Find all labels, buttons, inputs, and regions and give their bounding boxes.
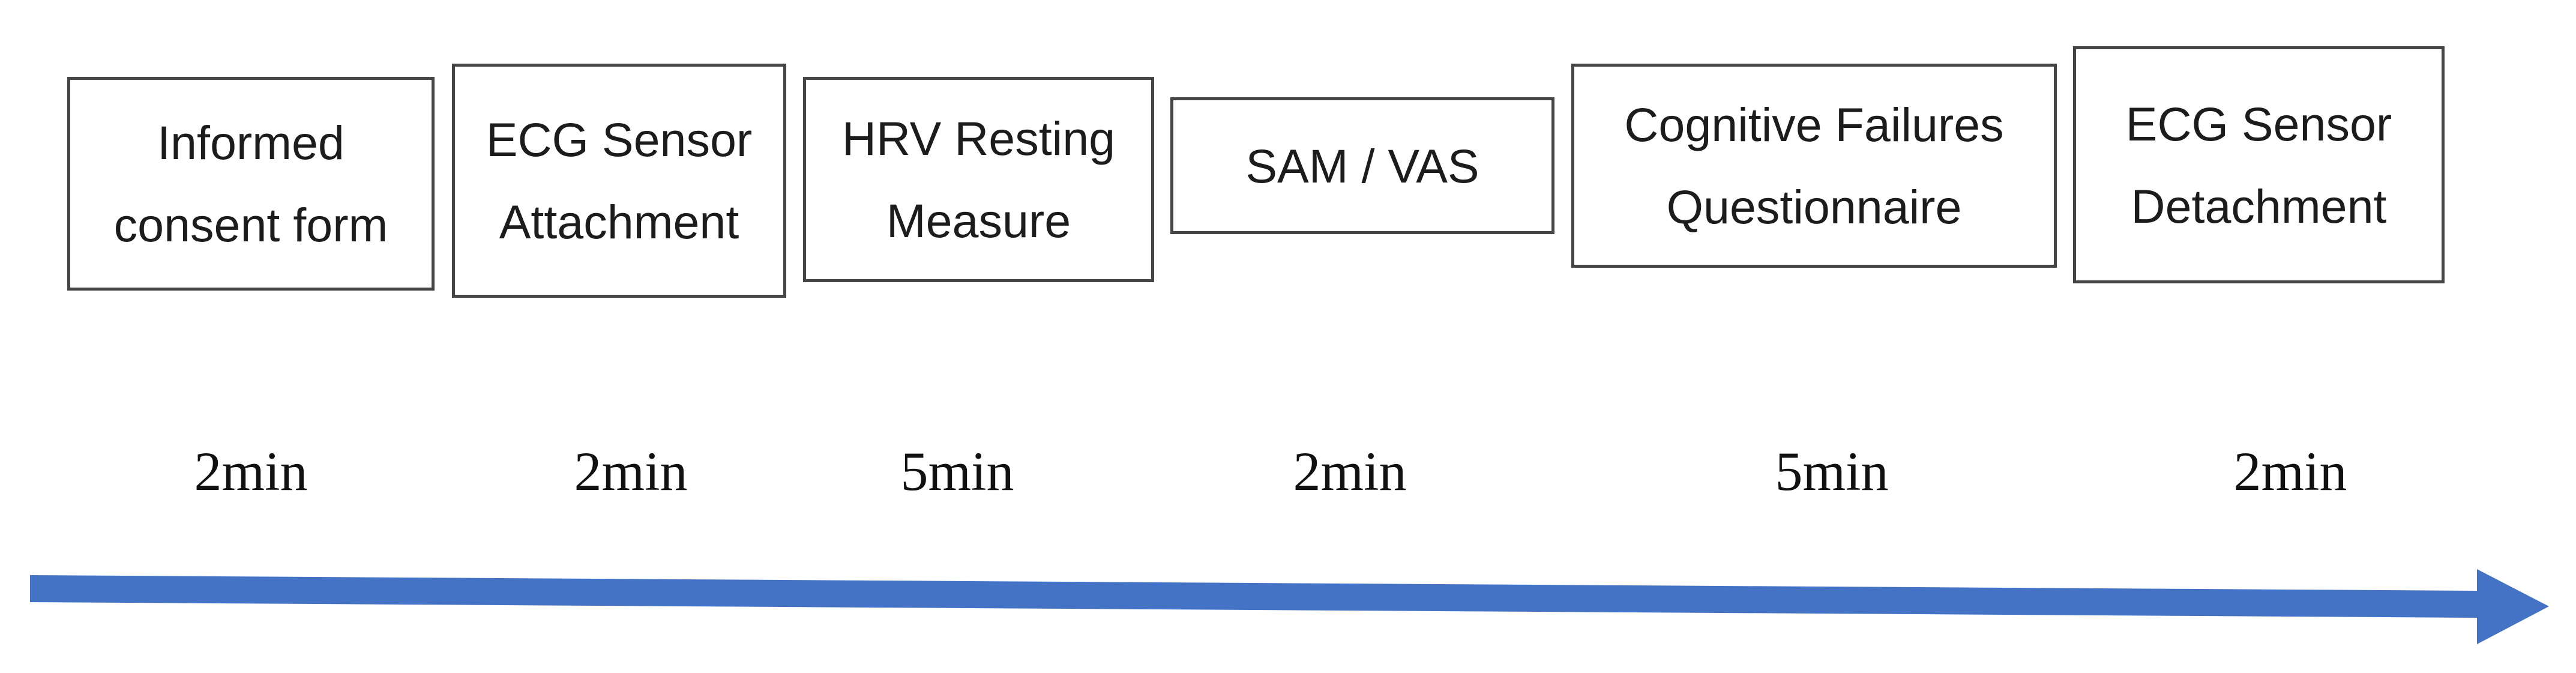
step-box-ecg-sensor-detachment: ECG Sensor Detachment (2073, 46, 2445, 283)
step-label-line: Attachment (499, 195, 739, 249)
duration-label: 2min (2233, 441, 2347, 502)
step-box-cognitive-failures-questionnaire: Cognitive Failures Questionnaire (1571, 64, 2057, 268)
duration-label: 2min (194, 441, 308, 502)
step-label-line: Cognitive Failures (1624, 98, 2004, 151)
step-label-line: ECG Sensor (2125, 97, 2392, 151)
right-arrow-icon (30, 569, 2549, 644)
duration-label: 5min (1775, 441, 1889, 502)
step-box-ecg-sensor-attachment: ECG Sensor Attachment (452, 64, 786, 298)
step-label-line: ECG Sensor (486, 113, 753, 166)
duration-label: 2min (1293, 441, 1407, 502)
step-label-line: Questionnaire (1666, 180, 1962, 234)
step-box-sam-vas: SAM / VAS (1170, 97, 1554, 234)
step-label-line: HRV Resting (841, 112, 1116, 165)
step-box-hrv-resting-measure: HRV Resting Measure (803, 77, 1154, 282)
step-label-line: Informed (157, 116, 345, 169)
step-label-line: consent form (113, 198, 388, 252)
duration-label: 2min (574, 441, 688, 502)
step-label-line: SAM / VAS (1245, 139, 1479, 193)
duration-label: 5min (900, 441, 1014, 502)
step-label-line: Measure (886, 194, 1071, 247)
step-box-informed-consent-form: Informed consent form (67, 77, 435, 291)
step-label-line: Detachment (2131, 179, 2387, 233)
